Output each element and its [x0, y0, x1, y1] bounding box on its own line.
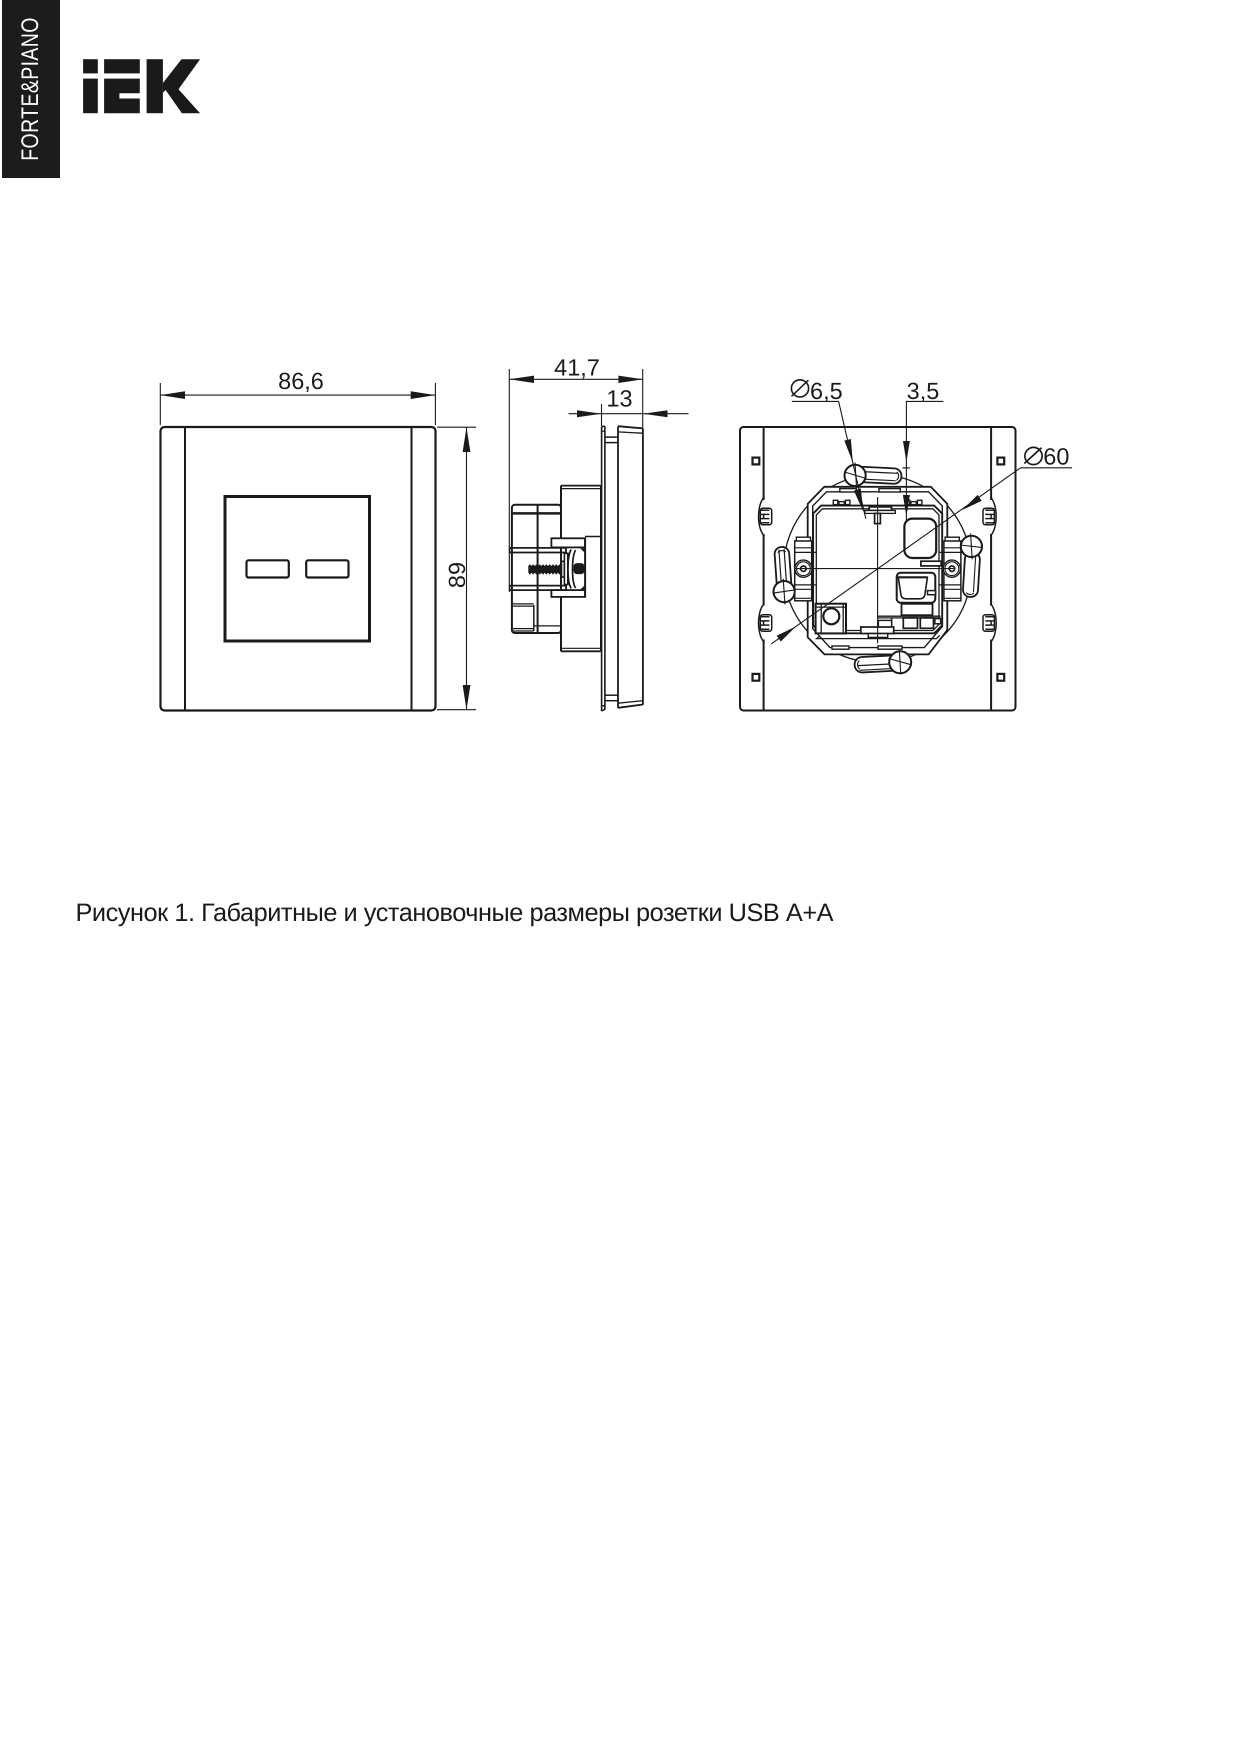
- svg-text:86,6: 86,6: [278, 368, 324, 394]
- svg-text:6,5: 6,5: [810, 378, 843, 404]
- svg-text:3,5: 3,5: [907, 378, 940, 404]
- svg-text:89: 89: [444, 562, 470, 588]
- svg-text:60: 60: [1043, 443, 1069, 469]
- svg-text:41,7: 41,7: [554, 355, 600, 381]
- svg-text:13: 13: [606, 386, 632, 412]
